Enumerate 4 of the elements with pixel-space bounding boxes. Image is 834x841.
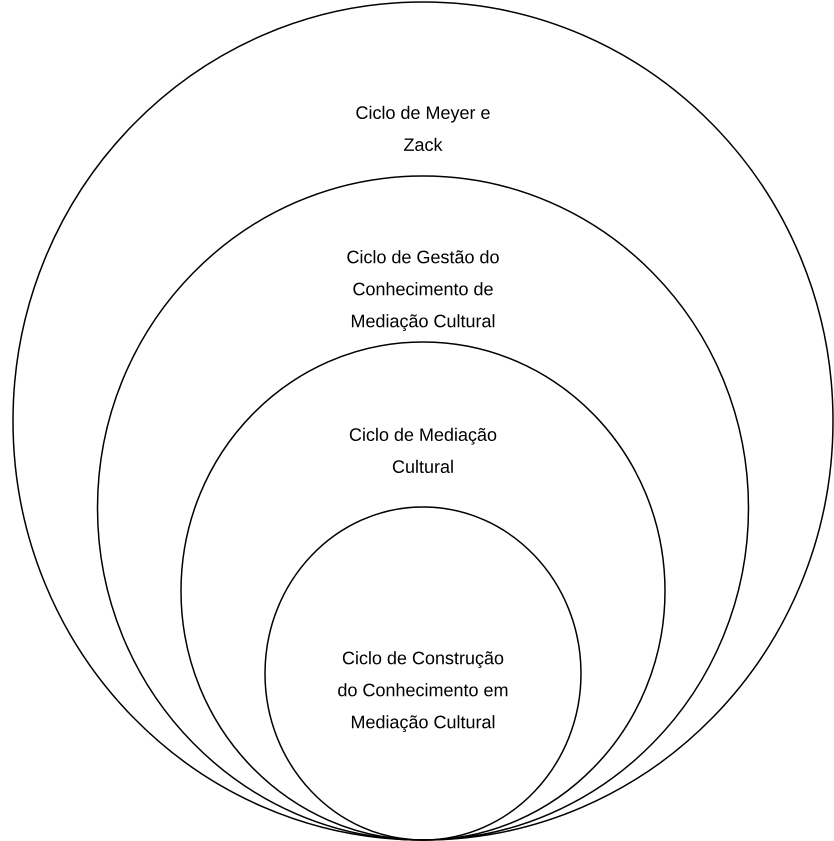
- circle-label: Ciclo de Mediação Cultural: [350, 428, 496, 473]
- circle-label: Ciclo de Meyer e Zack: [356, 106, 490, 151]
- circle-label: Ciclo de Construção do Conhecimento em Mediação Cultural: [338, 651, 508, 732]
- circle-label: Ciclo de Gestão do Conhecimento de Mediação Cultural: [347, 250, 499, 331]
